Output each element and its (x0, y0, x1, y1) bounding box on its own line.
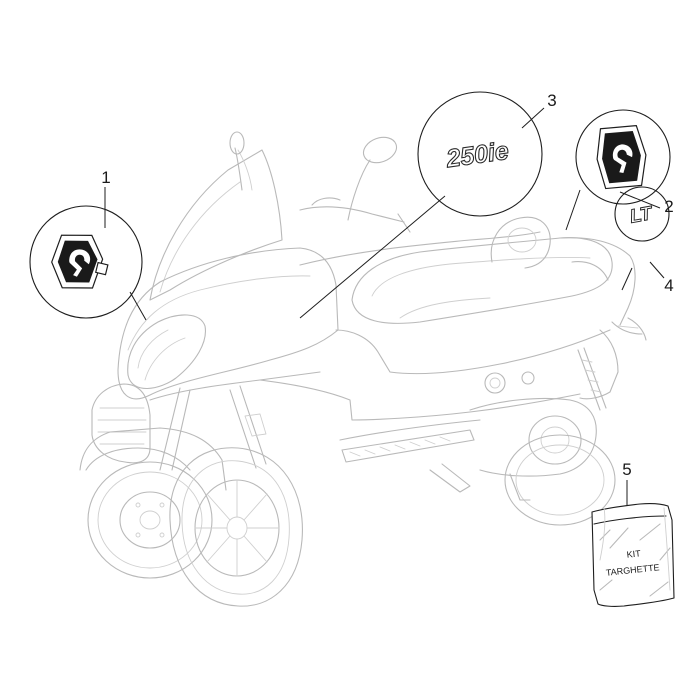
detail-circle-3: 250ie (417, 91, 543, 217)
detail-circle-2 (575, 109, 671, 205)
detail-circle-1 (29, 205, 143, 319)
kit-bag-line-1: KIT (626, 548, 641, 559)
scooter-outline (79, 131, 647, 607)
leader-2b (565, 189, 581, 231)
detail-circle-4: LT (614, 186, 670, 242)
leader-4b (621, 267, 633, 291)
callout-numbers: 1 2 3 4 5 (101, 91, 673, 479)
model-badge-text: 250ie (444, 137, 511, 174)
leader-2 (619, 191, 661, 209)
piaggio-logo-badge-2 (596, 124, 647, 190)
piaggio-logo-badge-1 (51, 234, 109, 289)
callout-1: 1 (101, 168, 110, 187)
lt-badge-text: LT (628, 203, 654, 228)
leader-lines (104, 107, 665, 506)
callout-2: 2 (664, 197, 673, 216)
callout-5: 5 (622, 460, 631, 479)
leader-1b (129, 291, 147, 321)
leader-3b (299, 195, 446, 319)
kit-bag: KIT TARGHETTE (591, 503, 675, 607)
leader-4 (649, 261, 665, 279)
callout-4: 4 (664, 276, 673, 295)
callout-3: 3 (547, 91, 556, 110)
leader-3 (521, 107, 545, 129)
